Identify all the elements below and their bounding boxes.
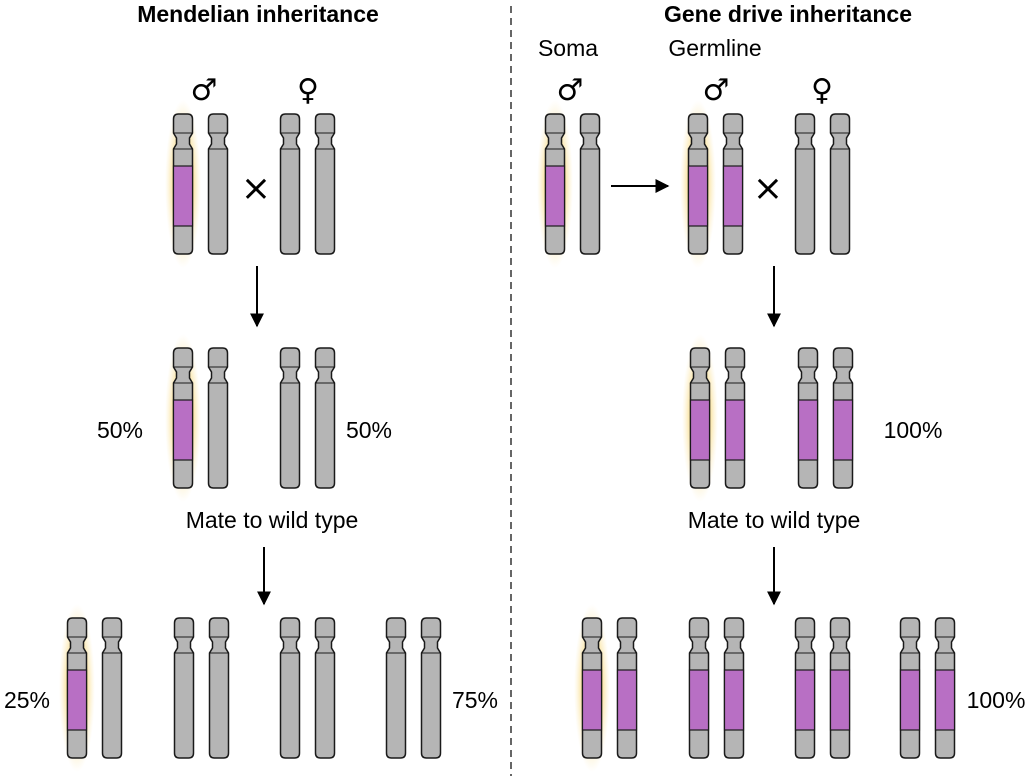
chromosome-body — [420, 617, 442, 759]
gene-drive-cross-symbol: × — [753, 168, 783, 209]
gene-drive-f2-chromosome-6 — [829, 617, 851, 759]
mendelian-female-symbol: ♀ — [297, 73, 319, 108]
mendelian-f1-left-percent: 50% — [97, 417, 143, 443]
mendelian-f2-chromosome-1 — [59, 604, 95, 772]
chromosome-body — [385, 617, 407, 759]
gene-drive-f2-chromosome-1 — [574, 604, 610, 772]
mendelian-parent-male-chromosome-1 — [165, 100, 201, 268]
mendelian-f2-chromosome-3 — [173, 617, 195, 759]
mendelian-f2-chromosome-2 — [101, 617, 123, 759]
gene-drive-f2-percent: 100% — [967, 687, 1026, 713]
chromosome-body — [208, 617, 230, 759]
gene-drive-cassette — [899, 669, 921, 731]
soma-label: Soma — [538, 35, 598, 61]
chromosome-body — [207, 113, 229, 255]
gene-drive-cassette — [832, 399, 854, 461]
gene-drive-cassette — [689, 399, 711, 461]
gene-drive-cassette — [797, 399, 819, 461]
gene-drive-f1-chromosome-1 — [682, 334, 718, 502]
germline-label: Germline — [668, 35, 761, 61]
gene-drive-cassette — [688, 669, 710, 731]
gene-drive-cassette — [934, 669, 956, 731]
gene-drive-f1-chromosome-4 — [832, 347, 854, 489]
soma-chromosome-1 — [537, 100, 573, 268]
gene-drive-title: Gene drive inheritance — [664, 1, 912, 27]
germline-male-symbol: ♂ — [703, 73, 730, 108]
gene-drive-f2-chromosome-4 — [723, 617, 745, 759]
soma-chromosome-2 — [579, 113, 601, 255]
chromosome-body — [829, 113, 851, 255]
gene-drive-cassette — [829, 669, 851, 731]
chromosome-layer — [59, 100, 956, 772]
mendelian-f2-chromosome-4 — [208, 617, 230, 759]
mendelian-f2-chromosome-8 — [420, 617, 442, 759]
chromosome-body — [101, 617, 123, 759]
mendelian-f1-chromosome-2 — [207, 347, 229, 489]
mendelian-f2-chromosome-6 — [314, 617, 336, 759]
gene-drive-cassette — [794, 669, 816, 731]
mendelian-f2-right-percent: 75% — [452, 687, 498, 713]
gene-drive-cassette — [172, 165, 194, 227]
mendelian-f1-chromosome-3 — [279, 347, 301, 489]
gene-drive-f2-chromosome-7 — [899, 617, 921, 759]
gene-drive-cassette — [172, 399, 194, 461]
gene-drive-cassette — [616, 669, 638, 731]
gene-drive-cassette — [544, 165, 566, 227]
mendelian-f1-chromosome-1 — [165, 334, 201, 502]
gene-drive-f2-chromosome-3 — [688, 617, 710, 759]
chromosome-body — [314, 347, 336, 489]
chromosome-body — [794, 113, 816, 255]
gene-drive-cassette — [581, 669, 603, 731]
chromosome-body — [314, 617, 336, 759]
gene-drive-female-chromosome-2 — [829, 113, 851, 255]
mendelian-parent-female-chromosome-1 — [279, 113, 301, 255]
mendelian-parent-female-chromosome-2 — [314, 113, 336, 255]
mendelian-f2-chromosome-7 — [385, 617, 407, 759]
chromosome-body — [314, 113, 336, 255]
mendelian-mate-label: Mate to wild type — [186, 507, 359, 533]
gene-drive-mate-label: Mate to wild type — [688, 507, 861, 533]
gene-drive-f1-chromosome-3 — [797, 347, 819, 489]
germline-chromosome-2 — [722, 113, 744, 255]
gene-drive-f2-chromosome-5 — [794, 617, 816, 759]
mendelian-title: Mendelian inheritance — [137, 1, 379, 27]
gene-drive-cassette — [723, 669, 745, 731]
chromosome-body — [173, 617, 195, 759]
gene-drive-female-chromosome-1 — [794, 113, 816, 255]
gene-drive-f2-chromosome-8 — [934, 617, 956, 759]
gene-drive-cassette — [66, 669, 88, 731]
chromosome-body — [207, 347, 229, 489]
chromosome-body — [279, 617, 301, 759]
gene-drive-f2-chromosome-2 — [616, 617, 638, 759]
mendelian-f1-chromosome-4 — [314, 347, 336, 489]
mendelian-cross-symbol: × — [241, 168, 271, 209]
gene-drive-cassette — [687, 165, 709, 227]
gene-drive-female-symbol: ♀ — [811, 73, 833, 108]
gene-drive-f1-chromosome-2 — [724, 347, 746, 489]
chromosome-body — [279, 347, 301, 489]
chromosome-body — [579, 113, 601, 255]
germline-chromosome-1 — [680, 100, 716, 268]
mendelian-f2-chromosome-5 — [279, 617, 301, 759]
mendelian-f1-right-percent: 50% — [346, 417, 392, 443]
mendelian-parent-male-chromosome-2 — [207, 113, 229, 255]
gene-drive-cassette — [724, 399, 746, 461]
mendelian-male-symbol: ♂ — [191, 73, 218, 108]
soma-male-symbol: ♂ — [557, 73, 584, 108]
mendelian-f2-left-percent: 25% — [4, 687, 50, 713]
gene-drive-cassette — [722, 165, 744, 227]
chromosome-body — [279, 113, 301, 255]
gene-drive-f1-percent: 100% — [884, 417, 943, 443]
